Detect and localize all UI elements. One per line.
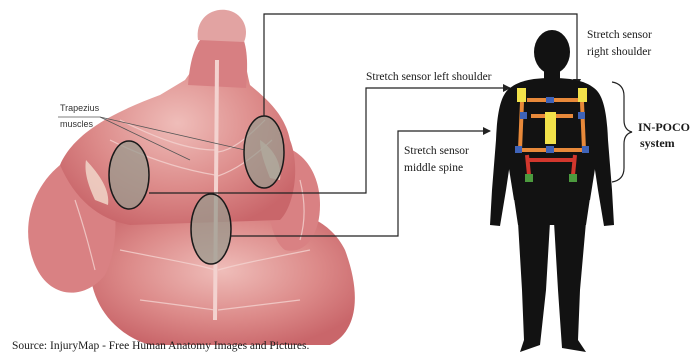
trapezius-label-text: Trapezius <box>60 103 100 113</box>
right-shoulder-label-line1: Stretch sensor <box>587 29 652 41</box>
system-bracket: IN-POCO system <box>612 82 690 182</box>
harness-spine-sensor <box>545 112 556 144</box>
left-shoulder-label: Stretch sensor left shoulder <box>366 71 492 83</box>
middle-spine-label-line2: middle spine <box>404 162 463 174</box>
right-shoulder-sensor-ellipse <box>244 116 284 188</box>
left-shoulder-sensor-ellipse <box>109 141 149 209</box>
middle-spine-label-line1: Stretch sensor <box>404 145 469 157</box>
back-anatomy-illustration <box>28 10 355 345</box>
human-silhouette <box>490 30 614 352</box>
system-label-line1: IN-POCO <box>638 120 690 134</box>
harness-right-shoulder-sensor <box>578 88 587 102</box>
muscles-label-text: muscles <box>60 119 94 129</box>
system-label-line2: system <box>640 136 675 150</box>
right-shoulder-label-line2: right shoulder <box>587 46 651 58</box>
harness-left-shoulder-sensor <box>517 88 526 102</box>
source-caption: Source: InjuryMap - Free Human Anatomy I… <box>12 340 309 352</box>
middle-spine-sensor-ellipse <box>191 194 231 264</box>
